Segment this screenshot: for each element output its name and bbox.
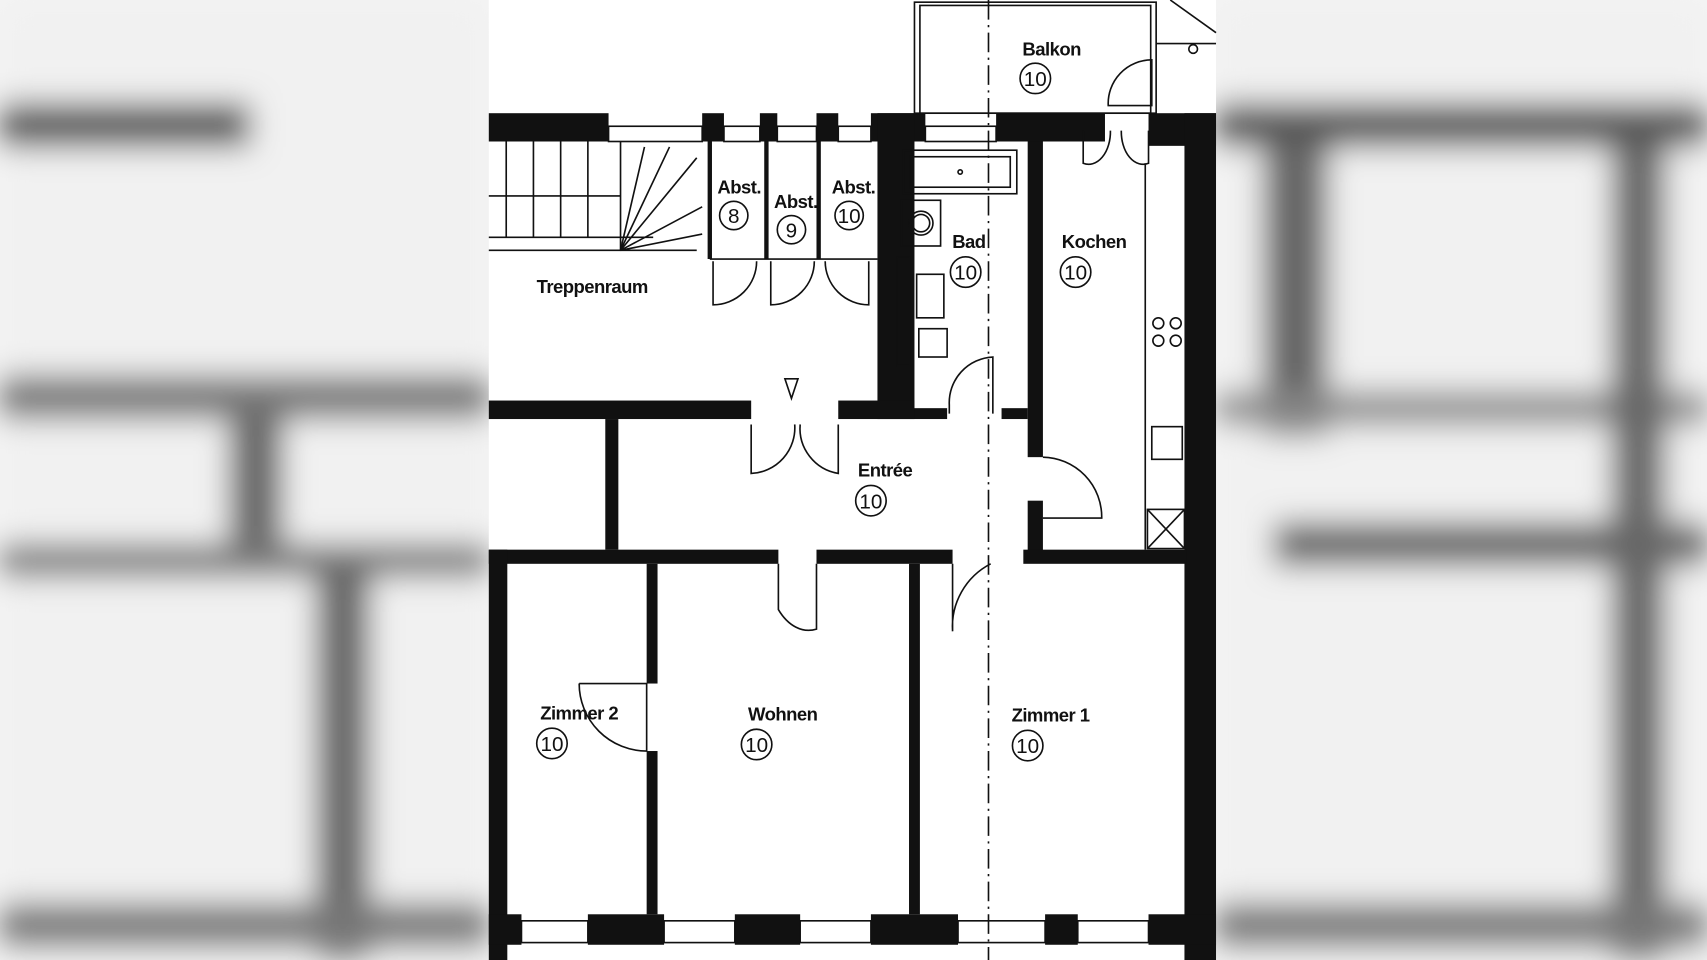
- room-label: Abst.: [774, 191, 818, 212]
- room-label: Zimmer 1: [1012, 705, 1090, 726]
- room-wohnen: Wohnen 10: [740, 704, 818, 761]
- room-abst-8: Abst. 8: [717, 177, 762, 231]
- room-number: 9: [786, 219, 798, 242]
- room-number: 10: [1024, 68, 1047, 91]
- room-bad: Bad 10: [949, 231, 986, 289]
- walls: [488, 113, 1217, 960]
- room-number: 10: [745, 734, 768, 757]
- room-label: Treppenraum: [537, 276, 648, 297]
- room-label: Abst.: [717, 177, 761, 198]
- room-number: 8: [728, 205, 740, 228]
- room-kochen: Kochen 10: [1059, 231, 1127, 289]
- room-number: 10: [1064, 262, 1087, 285]
- room-abst-9: Abst. 9: [774, 191, 818, 245]
- room-treppenraum: Treppenraum: [537, 276, 649, 297]
- room-label: Balkon: [1022, 39, 1081, 60]
- room-label: Entrée: [858, 460, 913, 481]
- room-number: 10: [540, 733, 563, 756]
- room-zimmer-2: Zimmer 2 10: [535, 702, 619, 760]
- room-number: 10: [954, 262, 977, 285]
- thin-lines: [488, 0, 1217, 960]
- room-zimmer-1: Zimmer 1 10: [1012, 705, 1090, 762]
- room-label: Bad: [952, 231, 986, 252]
- room-number: 10: [1016, 735, 1039, 758]
- room-number: 10: [838, 205, 861, 228]
- room-label: Kochen: [1062, 231, 1127, 252]
- room-label: Zimmer 2: [540, 702, 618, 723]
- room-balkon: Balkon 10: [1019, 39, 1082, 95]
- room-number: 10: [859, 490, 882, 513]
- room-label: Abst.: [832, 177, 876, 198]
- room-label: Wohnen: [748, 704, 818, 725]
- room-abst-10: Abst. 10: [832, 177, 876, 231]
- room-entree: Entrée 10: [854, 460, 913, 517]
